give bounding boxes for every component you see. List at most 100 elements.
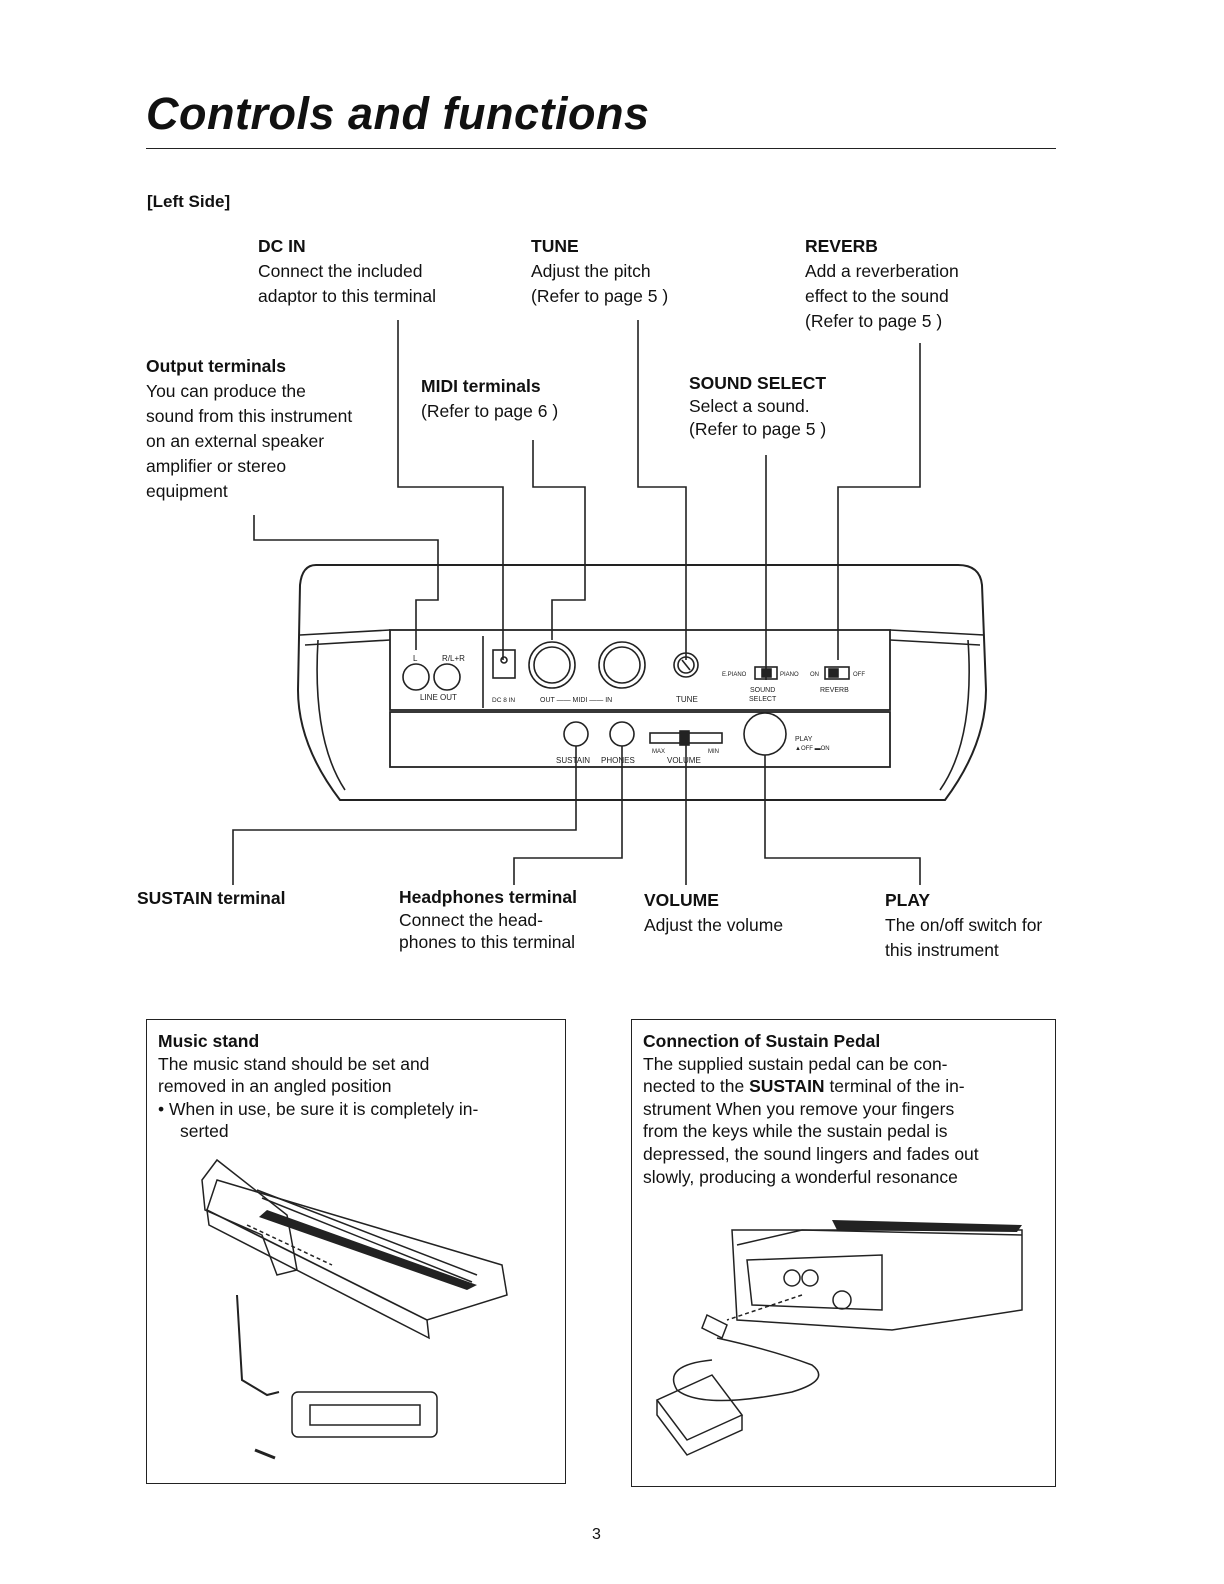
leader-dc-in <box>397 320 504 660</box>
volume-slider <box>649 732 723 744</box>
callout-reverb-heading: REVERB <box>805 236 878 256</box>
panel-r-label: R/L+R <box>442 654 465 663</box>
callout-dc-in-line: adaptor to this terminal <box>258 286 437 306</box>
sustain-pedal-line: The supplied sustain pedal can be con- <box>643 1053 948 1074</box>
callout-dc-in-heading: DC IN <box>258 236 306 256</box>
sound-select-switch <box>754 666 778 680</box>
callout-midi-terminals: MIDI terminals (Refer to page 6 ) <box>421 374 558 424</box>
page-number: 3 <box>592 1526 601 1543</box>
sustain-pedal-line: depressed, the sound lingers and fades o… <box>643 1143 979 1164</box>
music-stand-heading: Music stand <box>158 1031 260 1051</box>
title-rule <box>146 148 1056 149</box>
callout-play: PLAY The on/off switch for this instrume… <box>885 888 1042 963</box>
leader-play <box>764 755 921 885</box>
callout-headphones-heading: Headphones terminal <box>399 887 577 907</box>
panel-sustain-label: SUSTAIN <box>556 756 590 765</box>
callout-output-line: equipment <box>146 481 228 501</box>
callout-reverb-line: (Refer to page 5 ) <box>805 311 943 331</box>
dc-in-socket <box>492 649 516 679</box>
sustain-pedal-illustration <box>655 1220 1023 1456</box>
panel-play-state: ▲OFF ▬ON <box>795 746 830 752</box>
panel-line-out-label: LINE OUT <box>420 693 457 702</box>
callout-midi-line: (Refer to page 6 ) <box>421 401 559 421</box>
sustain-pedal-line-2-pre: nected to the <box>643 1076 750 1097</box>
music-stand-illustration <box>201 1158 508 1460</box>
sustain-pedal-line-2-post: terminal of the in- <box>824 1076 965 1097</box>
callout-play-line: this instrument <box>885 940 999 960</box>
panel-tune-label: TUNE <box>676 695 698 704</box>
panel-dc-in-label: DC 8 IN <box>492 697 515 704</box>
panel-reverb-label: REVERB <box>820 687 849 694</box>
reverb-switch <box>824 666 850 680</box>
leader-sustain <box>232 746 577 885</box>
callout-midi-heading: MIDI terminals <box>421 376 541 396</box>
sustain-pedal-box: Connection of Sustain Pedal The supplied… <box>631 1019 1056 1487</box>
music-stand-bullet-cont: serted <box>180 1121 229 1142</box>
panel-min-label: MIN <box>708 749 719 755</box>
music-stand-text: Music stand The music stand should be se… <box>158 1030 558 1143</box>
sustain-pedal-line-2-bold: SUSTAIN <box>749 1076 825 1097</box>
callout-sound-select: SOUND SELECT Select a sound. (Refer to p… <box>689 372 826 441</box>
panel-off-label: OFF <box>853 672 865 678</box>
leader-phones <box>513 746 623 885</box>
callout-headphones-line: phones to this terminal <box>399 932 576 952</box>
section-heading: [Left Side] <box>147 192 231 211</box>
callout-volume-line: Adjust the volume <box>644 915 784 935</box>
callout-output-heading: Output terminals <box>146 356 287 376</box>
panel-piano-label: PIANO <box>780 672 799 678</box>
line-out-l-jack <box>402 663 430 691</box>
panel-midi-label: OUT —— MIDI —— IN <box>540 697 612 704</box>
callout-volume: VOLUME Adjust the volume <box>644 888 783 938</box>
callout-play-line: The on/off switch for <box>885 915 1043 935</box>
panel-epiano-label: E.PIANO <box>722 672 747 678</box>
panel-select-label: SELECT <box>749 696 777 703</box>
panel-on-label: ON <box>810 672 819 678</box>
panel-play-label: PLAY <box>795 736 813 743</box>
callout-dc-in-line: Connect the included <box>258 261 423 281</box>
midi-out-socket <box>528 641 576 689</box>
callout-tune: TUNE Adjust the pitch (Refer to page 5 ) <box>531 234 668 309</box>
panel-volume-label: VOLUME <box>667 756 701 765</box>
panel-l-label: L <box>413 654 418 663</box>
callout-tune-heading: TUNE <box>531 236 579 256</box>
sustain-jack <box>563 721 589 747</box>
callout-tune-line: Adjust the pitch <box>531 261 651 281</box>
tune-knob <box>673 652 699 678</box>
callout-reverb: REVERB Add a reverberation effect to the… <box>805 234 959 334</box>
sustain-pedal-line: strument When you remove your fingers <box>643 1098 955 1119</box>
sustain-pedal-text: Connection of Sustain Pedal The supplied… <box>643 1030 1048 1188</box>
callout-sound-select-heading: SOUND SELECT <box>689 373 827 393</box>
callout-play-heading: PLAY <box>885 890 931 910</box>
sustain-pedal-line-2: nected to the SUSTAIN terminal of the in… <box>643 1075 1048 1098</box>
callout-tune-line: (Refer to page 5 ) <box>531 286 669 306</box>
callout-output-line: on an external speaker <box>146 431 325 451</box>
callout-output-line: sound from this instrument <box>146 406 353 426</box>
leader-midi <box>532 440 586 640</box>
callout-headphones-line: Connect the head- <box>399 909 543 930</box>
callout-volume-heading: VOLUME <box>644 890 719 910</box>
leader-output <box>253 515 439 650</box>
sustain-pedal-line: from the keys while the sustain pedal is <box>643 1121 948 1142</box>
callout-sound-select-line: Select a sound. <box>689 396 810 416</box>
callout-headphones-terminal: Headphones terminal Connect the head- ph… <box>399 886 577 954</box>
callout-reverb-line: Add a reverberation <box>805 261 959 281</box>
page-title: Controls and functions <box>146 88 650 139</box>
leader-tune <box>637 320 687 660</box>
music-stand-bullet: • When in use, be sure it is completely … <box>158 1098 479 1119</box>
panel-sound-label: SOUND <box>750 687 775 694</box>
callout-sound-select-line: (Refer to page 5 ) <box>689 419 827 439</box>
music-stand-line: The music stand should be set and <box>158 1053 430 1074</box>
callout-sustain-terminal: SUSTAIN terminal <box>137 886 285 911</box>
play-button <box>743 712 787 756</box>
line-out-r-jack <box>433 663 461 691</box>
music-stand-box: Music stand The music stand should be se… <box>146 1019 566 1484</box>
leader-reverb <box>837 343 921 660</box>
callout-output-terminals: Output terminals You can produce the sou… <box>146 354 352 504</box>
panel-phones-label: PHONES <box>601 756 635 765</box>
midi-in-socket <box>598 641 646 689</box>
phones-jack <box>609 721 635 747</box>
callout-sustain-heading: SUSTAIN terminal <box>137 888 286 908</box>
callout-dc-in: DC IN Connect the included adaptor to th… <box>258 234 436 309</box>
music-stand-line: removed in an angled position <box>158 1076 392 1097</box>
sustain-pedal-heading: Connection of Sustain Pedal <box>643 1031 881 1051</box>
